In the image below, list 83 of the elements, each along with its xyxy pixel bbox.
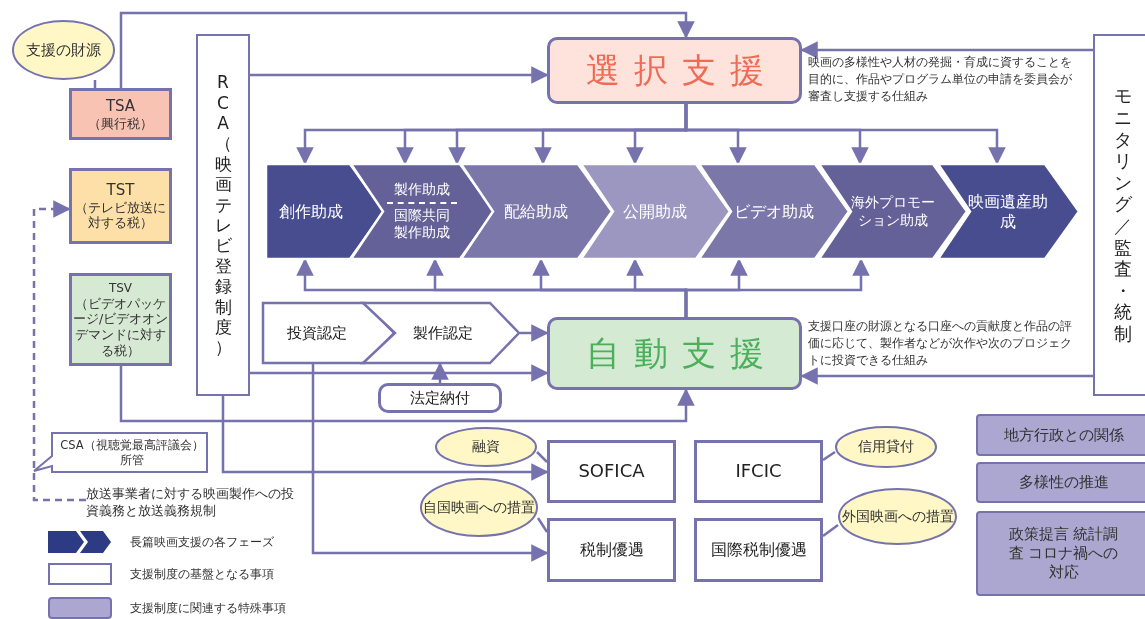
connector-line bbox=[536, 451, 548, 463]
speech-bubble bbox=[12, 20, 115, 80]
legend-label: 支援制度の基盤となる事項 bbox=[130, 566, 274, 583]
arrow bbox=[119, 11, 695, 88]
topic-box bbox=[976, 511, 1145, 596]
node-label: 信用貸付 bbox=[858, 438, 914, 456]
node-label: 国際税制優遇 bbox=[710, 540, 807, 560]
node-label: SOFICA bbox=[578, 460, 645, 483]
box bbox=[547, 518, 676, 582]
speech-bubble bbox=[435, 427, 537, 467]
node-label: ビデオ助成 bbox=[733, 201, 814, 222]
speech-bubble bbox=[835, 426, 937, 468]
node-label: モニタリング／監査・統制 bbox=[1113, 85, 1133, 345]
node-label: 外国映画への措置 bbox=[841, 507, 954, 526]
connector-line bbox=[93, 80, 97, 88]
node-label: TST bbox=[106, 181, 135, 200]
node-label: RCA（映画テレビ登録制度） bbox=[213, 72, 233, 358]
node-label: 法定納付 bbox=[410, 388, 470, 408]
node-label: IFCIC bbox=[735, 460, 782, 483]
rounded-box bbox=[378, 383, 502, 413]
node-label: 製作認定 bbox=[413, 323, 473, 343]
node-label: （ビデオパッケージ/ビデオオンデマンドに対する税） bbox=[72, 295, 169, 359]
legend-label: 支援制度に関連する特殊事項 bbox=[130, 600, 286, 617]
arrow bbox=[520, 324, 549, 342]
speech-bubble bbox=[838, 488, 957, 545]
description-text: 支援口座の財源となる口座への貢献度と作品の評価に応じて、製作者などが次作や次のプロジェクトに投資できる仕組み bbox=[808, 318, 1073, 370]
tax-box bbox=[69, 88, 172, 140]
phase-step bbox=[818, 163, 968, 260]
node-label: TSA bbox=[105, 96, 136, 116]
connector-line bbox=[822, 450, 836, 462]
connector-line bbox=[536, 517, 549, 533]
phase-step bbox=[698, 163, 850, 260]
arrow bbox=[684, 258, 870, 317]
phase-step bbox=[460, 163, 613, 260]
speech-bubble bbox=[420, 478, 538, 537]
box bbox=[694, 518, 823, 582]
node-label: （テレビ放送に対する税） bbox=[74, 199, 167, 231]
node-label: TSV bbox=[108, 280, 133, 296]
tax-box bbox=[69, 273, 172, 366]
node-label: 投資認定 bbox=[286, 323, 347, 343]
node-label: 製作助成 bbox=[394, 181, 450, 199]
node-label: 自国映画への措置 bbox=[423, 498, 535, 517]
box bbox=[547, 440, 676, 503]
box bbox=[694, 440, 823, 503]
tax-box bbox=[69, 168, 172, 244]
node-label: 映画遺産助成 bbox=[967, 191, 1049, 232]
node-label: 地方行政との関係 bbox=[1003, 425, 1124, 445]
node-label: 国際共同製作助成 bbox=[393, 206, 451, 242]
node-label: 多様性の推進 bbox=[1018, 473, 1109, 492]
topic-box bbox=[976, 414, 1145, 456]
arrow bbox=[119, 366, 695, 423]
arrow bbox=[250, 364, 549, 382]
arrow bbox=[221, 396, 549, 481]
arrow bbox=[431, 362, 449, 383]
arrow bbox=[800, 367, 1093, 385]
vertical-box bbox=[196, 34, 250, 396]
rounded-box bbox=[547, 317, 802, 390]
dashed-arrow bbox=[32, 200, 86, 502]
arrow bbox=[311, 364, 549, 562]
vertical-box bbox=[1093, 34, 1145, 396]
node-label: 選択支援 bbox=[584, 49, 778, 92]
rounded-box bbox=[547, 37, 802, 104]
node-label: 支援の財源 bbox=[26, 40, 101, 60]
arrow bbox=[250, 66, 549, 84]
node-label: CSA（視聴覚最高評議会）所管 bbox=[59, 438, 205, 467]
node-label: 配給助成 bbox=[504, 201, 568, 222]
node-label: 税制優遇 bbox=[579, 540, 644, 560]
phase-step bbox=[937, 163, 1080, 260]
node-label: 融資 bbox=[472, 438, 500, 456]
legend-label: 長篇映画支援の各フェーズ bbox=[130, 534, 274, 551]
node-label: 創作助成 bbox=[278, 201, 343, 222]
topic-box bbox=[976, 462, 1145, 503]
node-label: 自動支援 bbox=[584, 332, 778, 375]
arrow bbox=[800, 41, 1093, 59]
node-label: 政策提言 統計調査 コロナ禍への対応 bbox=[1007, 525, 1120, 582]
node-label: 公開助成 bbox=[623, 201, 687, 222]
phase-step bbox=[580, 163, 731, 260]
connector-line bbox=[822, 524, 839, 537]
node-label: （興行税） bbox=[88, 115, 153, 132]
chevron-box bbox=[362, 302, 520, 364]
note-text: 放送事業者に対する映画製作への投資義務と放送義務規制 bbox=[86, 482, 306, 522]
node-label: 海外プロモーション助成 bbox=[849, 194, 936, 229]
description-text: 映画の多様性や人材の発掘・育成に資することを目的に、作品やプログラム単位の申請を委員会が審査し支援する仕組み bbox=[808, 54, 1073, 106]
